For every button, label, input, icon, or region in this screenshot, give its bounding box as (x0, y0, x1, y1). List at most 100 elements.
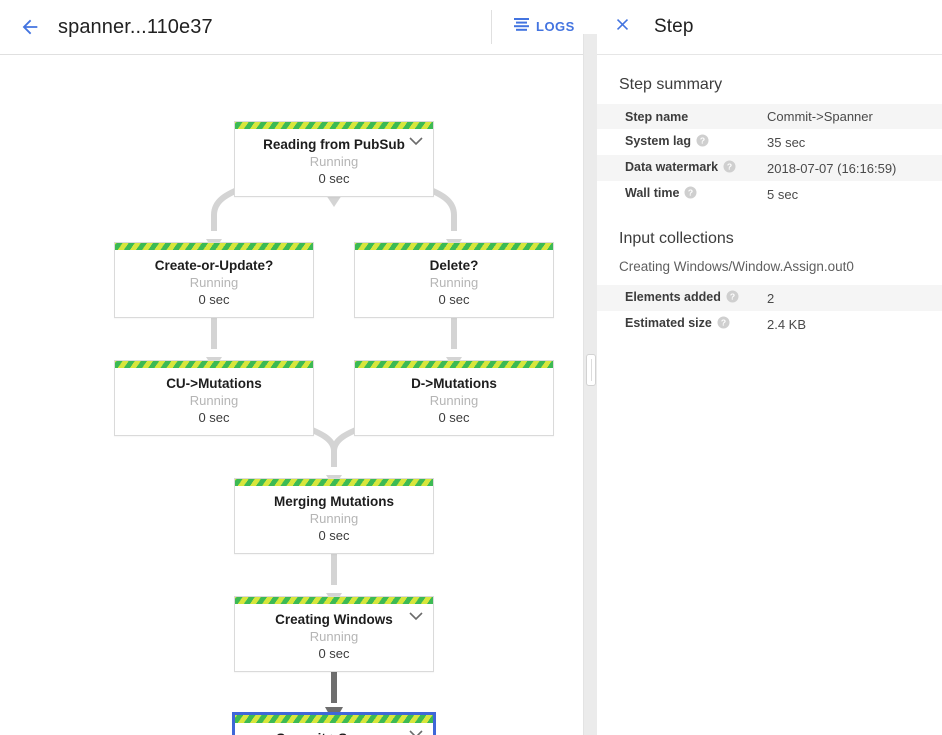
close-icon (613, 15, 632, 39)
node-time: 0 sec (318, 171, 350, 186)
node-time: 0 sec (198, 292, 230, 307)
table-row: Step name Commit->Spanner (597, 104, 942, 129)
help-icon[interactable]: ? (684, 186, 697, 202)
row-value: 2.4 KB (767, 316, 807, 332)
node-title: CU->Mutations (166, 376, 262, 391)
pipeline-graph-canvas[interactable]: Reading from PubSub Running 0 sec Create… (0, 55, 583, 735)
node-title: Creating Windows (275, 612, 393, 627)
row-value: 2 (767, 290, 775, 306)
node-time: 0 sec (318, 646, 350, 661)
node-status-stripe (235, 479, 433, 486)
row-value: 5 sec (767, 186, 799, 202)
job-header: spanner...110e37 LOGS (0, 0, 583, 55)
input-collections-table: Elements added? 2 Estimated size? 2.4 KB (597, 285, 942, 337)
node-status: Running (309, 154, 359, 169)
svg-text:?: ? (688, 188, 693, 198)
table-row: Estimated size? 2.4 KB (597, 311, 942, 337)
node-body: Merging Mutations Running 0 sec (235, 486, 433, 553)
logs-button[interactable]: LOGS (508, 14, 581, 38)
chevron-down-icon[interactable] (409, 612, 423, 621)
node-status-stripe (115, 243, 313, 250)
node-body: Create-or-Update? Running 0 sec (115, 250, 313, 317)
help-icon[interactable]: ? (723, 160, 736, 176)
table-row: Wall time? 5 sec (597, 181, 942, 207)
node-status-stripe (355, 361, 553, 368)
node-status: Running (189, 275, 239, 290)
step-panel-body: Step summary Step name Commit->Spanner S… (597, 55, 942, 337)
node-body: Creating Windows Running 0 sec (235, 604, 433, 671)
node-status-stripe (355, 243, 553, 250)
pane-splitter-handle[interactable] (586, 354, 596, 386)
graph-node-delete[interactable]: Delete? Running 0 sec (354, 242, 554, 318)
input-collections-heading: Input collections (619, 230, 734, 247)
graph-node-creating-windows[interactable]: Creating Windows Running 0 sec (234, 596, 434, 672)
row-key: Estimated size? (597, 311, 767, 337)
graph-node-merging-mutations[interactable]: Merging Mutations Running 0 sec (234, 478, 434, 554)
row-key: Data watermark? (597, 155, 767, 181)
node-body: Commit->Spanner Part running 5 sec (235, 723, 433, 735)
row-key: Step name (625, 109, 689, 124)
node-time: 0 sec (438, 410, 470, 425)
node-status: Running (309, 511, 359, 526)
chevron-down-icon[interactable] (409, 730, 423, 735)
step-panel-title: Step (654, 16, 694, 37)
node-title: Merging Mutations (274, 494, 394, 509)
job-graph-pane: spanner...110e37 LOGS (0, 0, 583, 735)
graph-node-create-or-update[interactable]: Create-or-Update? Running 0 sec (114, 242, 314, 318)
svg-text:?: ? (727, 162, 732, 172)
table-row: System lag? 35 sec (597, 129, 942, 155)
help-icon[interactable]: ? (696, 134, 709, 150)
graph-node-d-mutations[interactable]: D->Mutations Running 0 sec (354, 360, 554, 436)
node-body: CU->Mutations Running 0 sec (115, 368, 313, 435)
row-key: Elements added? (597, 285, 767, 311)
step-details-pane: Step Step summary Step name Commit->Span… (597, 0, 942, 735)
pane-splitter[interactable] (583, 34, 597, 735)
node-status: Running (429, 275, 479, 290)
node-body: D->Mutations Running 0 sec (355, 368, 553, 435)
node-status-stripe (115, 361, 313, 368)
help-icon[interactable]: ? (717, 316, 730, 332)
node-title: Commit->Spanner (243, 730, 425, 735)
svg-text:?: ? (730, 292, 735, 302)
logs-list-icon (514, 18, 529, 34)
graph-node-commit-spanner[interactable]: Commit->Spanner Part running 5 sec (232, 712, 436, 735)
row-key: System lag? (597, 129, 767, 155)
step-summary-table: Step name Commit->Spanner System lag? 35… (597, 104, 942, 207)
node-time: 0 sec (318, 528, 350, 543)
node-status-stripe (235, 715, 433, 723)
section-spacer (597, 207, 942, 229)
step-panel-header: Step (597, 0, 942, 55)
chevron-down-icon[interactable] (409, 137, 423, 146)
graph-node-cu-mutations[interactable]: CU->Mutations Running 0 sec (114, 360, 314, 436)
logs-button-label: LOGS (536, 18, 575, 34)
graph-node-reading-from-pubsub[interactable]: Reading from PubSub Running 0 sec (234, 121, 434, 197)
back-button[interactable] (6, 3, 54, 51)
row-value: Commit->Spanner (767, 109, 873, 124)
node-status: Running (429, 393, 479, 408)
node-status: Running (309, 629, 359, 644)
node-body: Delete? Running 0 sec (355, 250, 553, 317)
node-title: Delete? (429, 258, 479, 273)
page-title: spanner...110e37 (58, 15, 213, 38)
close-button[interactable] (602, 7, 642, 47)
node-time: 0 sec (438, 292, 470, 307)
arrow-left-icon (19, 16, 41, 38)
table-row: Elements added? 2 (597, 285, 942, 311)
row-value: 2018-07-07 (16:16:59) (767, 160, 897, 176)
node-title: Create-or-Update? (154, 258, 274, 273)
node-title: Reading from PubSub (263, 137, 405, 152)
svg-text:?: ? (700, 136, 705, 146)
step-summary-heading: Step summary (619, 76, 723, 93)
row-key: Wall time? (597, 181, 767, 207)
svg-text:?: ? (721, 318, 726, 328)
node-time: 0 sec (198, 410, 230, 425)
help-icon[interactable]: ? (726, 290, 739, 306)
header-divider (491, 10, 492, 44)
node-title: D->Mutations (411, 376, 497, 391)
node-body: Reading from PubSub Running 0 sec (235, 129, 433, 196)
row-value: 35 sec (767, 134, 806, 150)
node-status-stripe (235, 122, 433, 129)
node-status: Running (189, 393, 239, 408)
input-collection-name: Creating Windows/Window.Assign.out0 (619, 259, 854, 274)
